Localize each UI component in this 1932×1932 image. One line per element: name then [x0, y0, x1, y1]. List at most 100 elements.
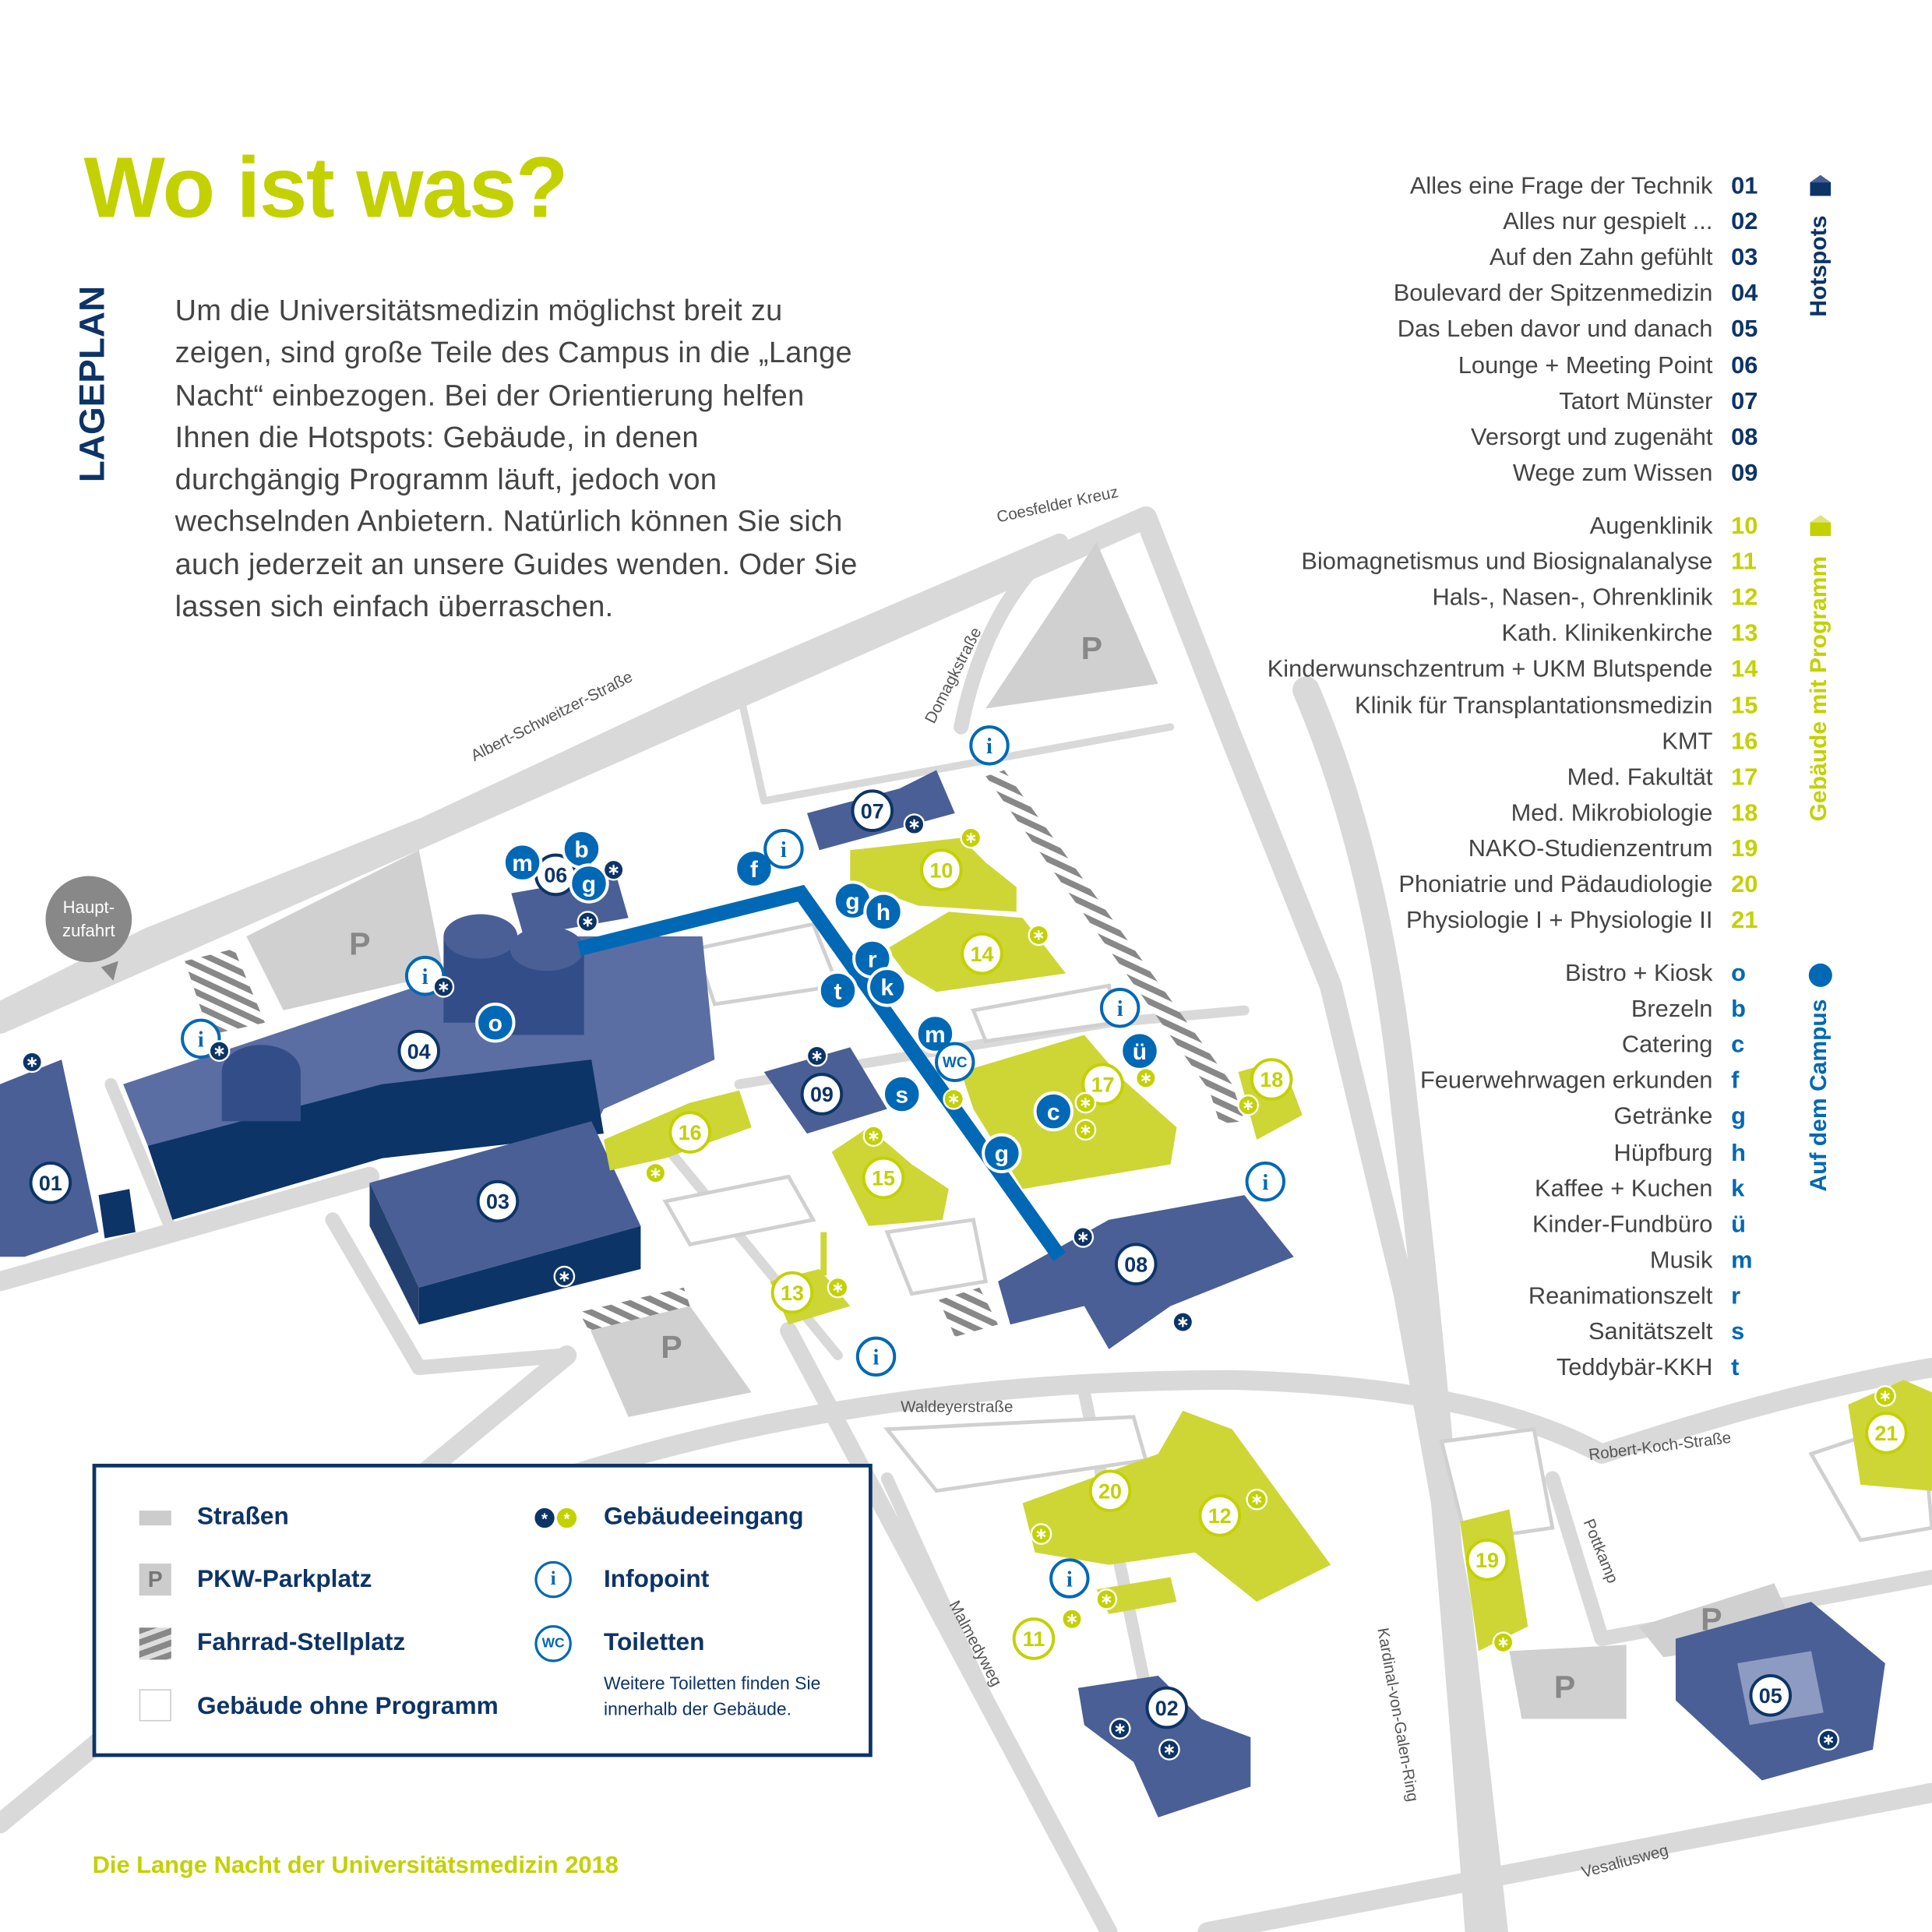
- entrance-icon-hotspot: [903, 813, 925, 835]
- entrance-icon-hotspot: [21, 1051, 43, 1074]
- marker-label: k: [880, 975, 894, 1001]
- main-entrance-label-1: Haupt-: [63, 897, 115, 917]
- hotspot-marker[interactable]: 01: [29, 1162, 72, 1204]
- campus-activity-marker[interactable]: m: [915, 1014, 956, 1054]
- index-row-programs: Kinderwunschzentrum + UKM Blutspende 14: [0, 656, 1932, 692]
- hotspots-icon: [1810, 175, 1832, 196]
- campus-activity-marker[interactable]: t: [817, 970, 858, 1011]
- program-building-marker[interactable]: 14: [961, 932, 1003, 975]
- marker-label: s: [895, 1082, 908, 1108]
- campus-activity-marker[interactable]: o: [475, 1003, 516, 1043]
- hotspot-marker[interactable]: 04: [397, 1029, 441, 1073]
- campus-activity-marker[interactable]: g: [982, 1133, 1022, 1174]
- program-building-marker[interactable]: 17: [1081, 1063, 1124, 1106]
- campus-activity-marker[interactable]: f: [734, 848, 774, 889]
- toilet-marker[interactable]: WC: [935, 1042, 975, 1083]
- road-swatch: [139, 1511, 171, 1526]
- index-code: ü: [1731, 1211, 1747, 1239]
- info-icon: i: [534, 1560, 572, 1599]
- legend-entrance: Gebäudeeingang: [603, 1503, 804, 1531]
- page-title: Wo ist was?: [83, 139, 569, 236]
- svg-text:*: *: [541, 1510, 548, 1528]
- campus-activity-marker[interactable]: c: [1033, 1091, 1074, 1132]
- program-building-marker[interactable]: 20: [1088, 1469, 1132, 1513]
- program-building-marker[interactable]: 19: [1465, 1539, 1509, 1581]
- marker-label: b: [574, 837, 588, 863]
- infopoint-marker[interactable]: i: [1049, 1558, 1090, 1599]
- program-building-marker[interactable]: 15: [862, 1156, 905, 1200]
- infopoint-marker[interactable]: i: [855, 1336, 897, 1377]
- index-code: 02: [1731, 208, 1758, 236]
- campus-activity-marker[interactable]: h: [863, 891, 904, 933]
- index-label: Phoniatrie und Pädaudiologie: [1398, 871, 1713, 898]
- program-building-marker[interactable]: 11: [1012, 1617, 1056, 1660]
- campus-activity-marker[interactable]: s: [882, 1074, 922, 1115]
- program-building-marker[interactable]: 13: [770, 1271, 814, 1314]
- campus-icon: [1808, 963, 1832, 987]
- marker-label: m: [512, 851, 533, 876]
- campus-activity-marker[interactable]: m: [502, 842, 543, 883]
- marker-label: i: [781, 838, 787, 862]
- index-code: 14: [1731, 656, 1758, 683]
- infopoint-marker[interactable]: i: [1099, 988, 1141, 1028]
- index-code: m: [1731, 1246, 1753, 1274]
- marker-label: h: [876, 900, 890, 925]
- entrance-icon-hotspot: [576, 911, 599, 933]
- campus-activity-marker[interactable]: ü: [1119, 1031, 1160, 1071]
- entrance-icon-program: [1246, 1488, 1268, 1511]
- marker-label: 12: [1208, 1504, 1232, 1528]
- hotspot-marker[interactable]: 02: [1145, 1686, 1189, 1729]
- marker-label: m: [925, 1022, 946, 1048]
- infopoint-marker[interactable]: i: [969, 725, 1010, 766]
- entrance-icon-program: [943, 1088, 964, 1110]
- program-building-marker[interactable]: 12: [1198, 1494, 1242, 1537]
- hotspot-marker[interactable]: 05: [1749, 1673, 1793, 1717]
- entrance-icon-program: [644, 1162, 667, 1184]
- infopoint-marker[interactable]: i: [1245, 1162, 1286, 1202]
- marker-label: ü: [1133, 1039, 1147, 1065]
- hotspot-marker[interactable]: 09: [800, 1073, 844, 1116]
- index-label: Teddybär-KKH: [1556, 1354, 1713, 1382]
- bike-parking: [185, 770, 1245, 1338]
- main-entrance[interactable]: Haupt- zufahrt: [45, 876, 132, 981]
- entrance-icon: **: [534, 1507, 579, 1535]
- campus-activity-marker[interactable]: k: [867, 967, 908, 1007]
- legend-roads: Straßen: [197, 1503, 289, 1531]
- campus-activity-marker[interactable]: g: [569, 863, 609, 904]
- entrance-icon-program: [1135, 1067, 1157, 1089]
- marker-label: 09: [810, 1083, 834, 1106]
- entrance-icon-hotspot: [1109, 1718, 1131, 1740]
- marker-label: i: [1066, 1567, 1073, 1592]
- index-label: Kinderwunschzentrum + UKM Blutspende: [1267, 656, 1713, 683]
- index-code: c: [1731, 1031, 1745, 1059]
- footer-title: Die Lange Nacht der Universitätsmedizin …: [92, 1852, 619, 1879]
- program-building-marker[interactable]: 10: [920, 848, 963, 891]
- hotspot-marker[interactable]: 08: [1114, 1243, 1158, 1286]
- entrance-icon-program: [1028, 924, 1050, 947]
- legend-toilets: Toiletten: [603, 1628, 705, 1656]
- hotspot-marker[interactable]: 03: [476, 1179, 520, 1223]
- index-code: 11: [1731, 548, 1757, 576]
- main-entrance-label-2: zufahrt: [62, 921, 115, 940]
- entrance-icon-program: [960, 827, 982, 849]
- program-building-marker[interactable]: 18: [1250, 1058, 1293, 1101]
- program-building-marker[interactable]: 21: [1865, 1412, 1908, 1454]
- infopoint-marker[interactable]: i: [763, 829, 804, 869]
- legend-toilets-note: Weitere Toiletten finden Sie innerhalb d…: [603, 1674, 821, 1720]
- program-building-marker[interactable]: 16: [668, 1111, 711, 1154]
- hotspot-marker[interactable]: 07: [851, 789, 894, 832]
- index-code: 09: [1731, 459, 1758, 487]
- index-label: Catering: [1621, 1031, 1713, 1059]
- index-code: 15: [1731, 692, 1758, 719]
